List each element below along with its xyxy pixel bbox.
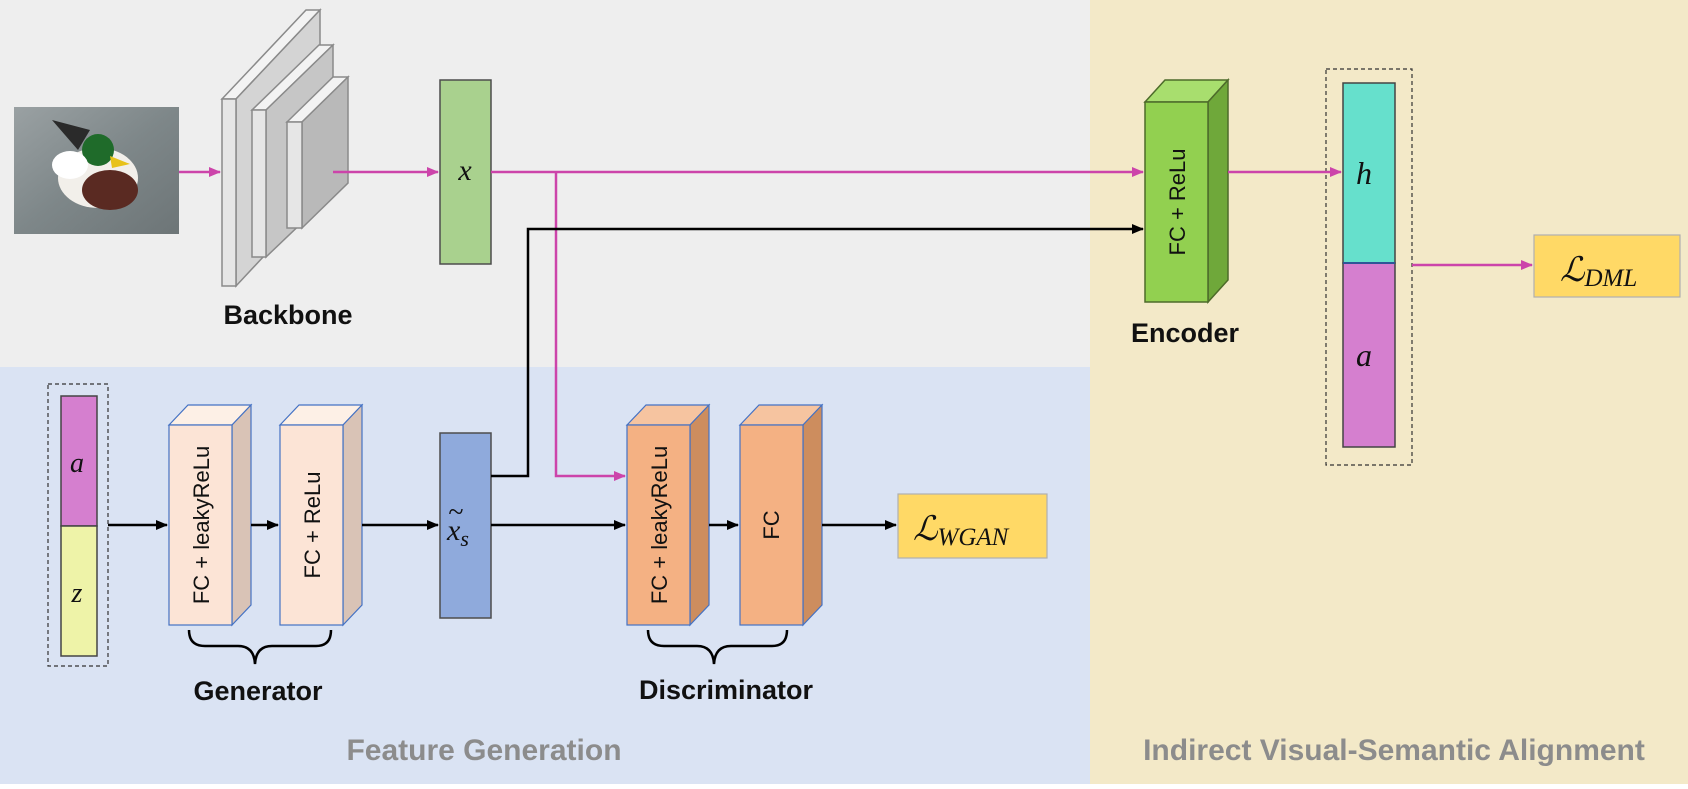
loss-dml-label: ℒDML	[1560, 252, 1637, 292]
discriminator-fc1-block	[625, 403, 711, 627]
black-arrows	[108, 224, 1144, 530]
generator-fc1-block	[167, 403, 253, 627]
region-alignment-label: Indirect Visual-Semantic Alignment	[1143, 734, 1645, 767]
xs-base: x	[446, 514, 461, 547]
z-segment	[60, 525, 98, 657]
h-symbol: h	[1356, 155, 1372, 191]
encoder-label: Encoder	[1131, 318, 1240, 348]
az-vector-dashed-box	[47, 383, 109, 667]
a-segment-right	[1342, 262, 1396, 448]
discriminator-brace	[646, 629, 789, 665]
generator-fc1-label: FC + leakyReLu	[189, 446, 214, 604]
loss-wgan-subscript: WGAN	[938, 524, 1010, 551]
feature-x-symbol: x	[457, 154, 472, 187]
discriminator-fc1-label: FC + leakyReLu	[647, 446, 672, 604]
generator-fc2-label: FC + ReLu	[300, 472, 325, 579]
a-symbol-right: a	[1356, 337, 1372, 373]
pink-arrows	[179, 167, 1533, 481]
generator-label: Generator	[193, 676, 323, 706]
backbone-label: Backbone	[223, 300, 352, 330]
synth-feature-xs-block	[439, 432, 492, 619]
loss-dml-script: ℒ	[1560, 252, 1586, 289]
encoder-block	[1143, 78, 1230, 304]
loss-dml-box	[1533, 234, 1681, 298]
loss-wgan-script: ℒ	[913, 511, 939, 548]
xs-sub: s	[460, 526, 469, 551]
a-segment-left	[60, 395, 98, 527]
region-backbone-bg	[0, 0, 1090, 367]
a-symbol-left: a	[70, 448, 84, 479]
ha-vector-dashed-box	[1325, 68, 1413, 466]
discriminator-label: Discriminator	[639, 675, 814, 705]
xs-tilde: ~	[448, 497, 463, 528]
h-segment	[1342, 82, 1396, 264]
loss-wgan-label: ℒWGAN	[913, 511, 1010, 551]
region-feature-generation-bg	[0, 367, 1090, 784]
encoder-fc-label: FC + ReLu	[1165, 149, 1190, 256]
z-symbol: z	[71, 578, 83, 609]
region-feature-generation-label: Feature Generation	[346, 734, 621, 767]
discriminator-fc2-block	[738, 403, 824, 627]
loss-wgan-box	[897, 493, 1048, 559]
backbone-layers	[220, 8, 350, 288]
generator-brace	[187, 629, 333, 665]
discriminator-fc2-label: FC	[759, 510, 784, 539]
input-duck-image	[14, 107, 179, 234]
arrow-xs-to-encoder	[491, 224, 1144, 478]
loss-dml-subscript: DML	[1584, 265, 1638, 292]
generator-fc2-block	[278, 403, 364, 627]
arrow-x-to-discriminator	[554, 172, 626, 481]
synth-feature-xs-symbol: xs	[446, 514, 469, 551]
